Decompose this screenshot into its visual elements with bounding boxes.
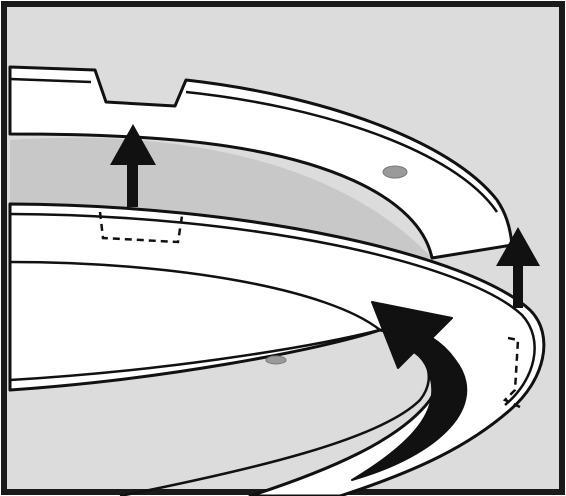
dashed-notch-marker [98,211,184,244]
upper-ring [8,65,514,260]
lower-ring-inner-edge [9,328,381,382]
up-arrow-icon [496,227,540,308]
up-arrow-icon [110,124,156,207]
ring-hole [265,355,287,365]
dashed-notch-marker [502,336,523,410]
upper-ring-edge-line [185,90,499,213]
rotate-arrow-icon [351,301,468,481]
ring-hole [382,165,408,179]
lower-ring-edge-line [9,212,536,406]
lower-ring-inner-edge [9,260,381,331]
upper-ring-edge-line [9,77,92,84]
